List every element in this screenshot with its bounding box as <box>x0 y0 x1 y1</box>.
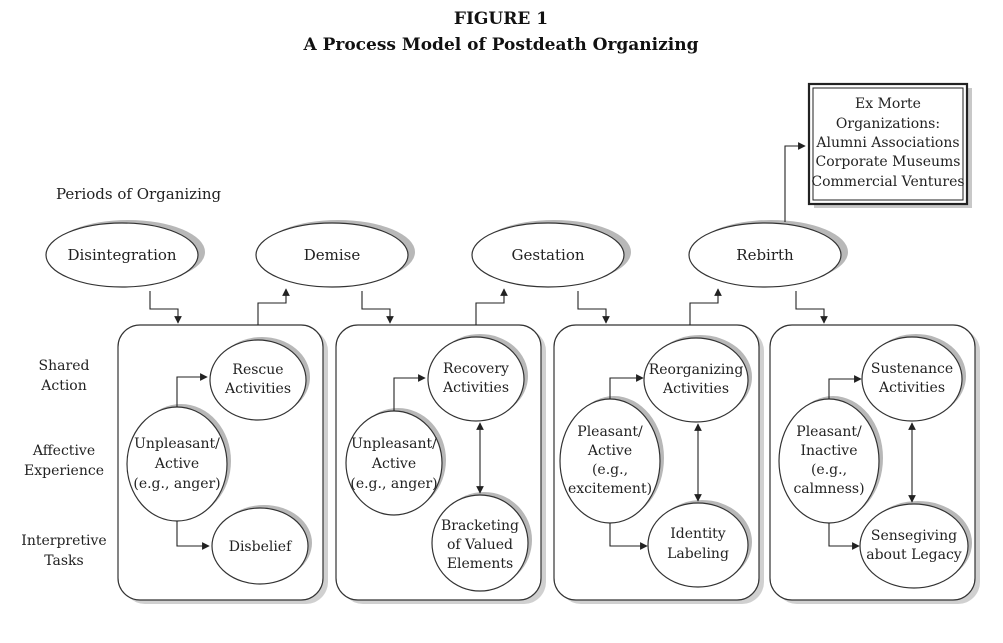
ellipse-text: excitement) <box>568 481 652 497</box>
rebirth-to-ex-morte-arrow <box>784 142 806 222</box>
panel-rebirth: Sustenance Activities Pleasant/ Inactive… <box>769 324 980 604</box>
periods-of-organizing-label: Periods of Organizing <box>56 185 222 203</box>
period-demise: Demise <box>255 220 415 288</box>
row-label-shared: Shared <box>39 358 90 374</box>
ellipse-text: (e.g., <box>811 462 847 478</box>
period-label: Disintegration <box>67 246 176 264</box>
ex-morte-line: Alumni Associations <box>815 135 959 151</box>
shared-action-ellipse: Recovery Activities <box>427 334 528 422</box>
panel-to-rebirth-arrow <box>689 288 722 325</box>
panel-demise: Recovery Activities Unpleasant/ Active (… <box>335 324 546 604</box>
ellipse-text: Disbelief <box>229 539 293 555</box>
ellipse-text: about Legacy <box>866 547 962 563</box>
period-label: Demise <box>304 246 361 264</box>
ellipse-text: Sustenance <box>871 361 953 377</box>
affect-to-interpretive-arrow <box>828 523 860 550</box>
row-label-tasks: Tasks <box>44 553 83 569</box>
affective-ellipse: Pleasant/ Active (e.g., excitement) <box>559 396 664 524</box>
ellipse-text: (e.g., anger) <box>133 476 220 492</box>
period-rebirth: Rebirth <box>688 220 848 288</box>
interpretive-ellipse: Sensegiving about Legacy <box>859 501 972 589</box>
ellipse-text: Activities <box>442 380 509 396</box>
affect-to-shared-arrow <box>609 374 644 399</box>
shared-action-ellipse: Rescue Activities <box>209 337 310 421</box>
ellipse-text: Bracketing <box>441 518 519 534</box>
ellipse-text: Pleasant/ <box>796 424 862 440</box>
ellipse-text: Recovery <box>443 361 509 377</box>
ellipse-text: (e.g., <box>592 462 628 478</box>
period-gestation: Gestation <box>471 220 631 288</box>
interpretive-ellipse: Disbelief <box>211 505 312 585</box>
disintegration-to-panel-arrow <box>149 291 182 324</box>
ellipse-text: Activities <box>662 381 729 397</box>
affect-to-shared-arrow <box>828 375 862 399</box>
ellipse-text: of Valued <box>447 537 513 553</box>
ellipse-text: Pleasant/ <box>577 424 643 440</box>
ex-morte-line: Ex Morte <box>855 96 921 112</box>
demise-to-panel-arrow <box>361 291 394 324</box>
shared-action-ellipse: Reorganizing Activities <box>643 335 752 423</box>
affect-to-interpretive-arrow <box>176 521 210 550</box>
panel-to-gestation-arrow <box>475 288 508 325</box>
panel-to-demise-arrow <box>257 288 290 325</box>
affective-ellipse: Unpleasant/ Active (e.g., anger) <box>345 408 446 516</box>
shared-action-ellipse: Sustenance Activities <box>861 334 966 422</box>
ellipse-text: Inactive <box>800 443 857 459</box>
affective-ellipse: Pleasant/ Inactive (e.g., calmness) <box>778 396 883 524</box>
interpretive-ellipse: Identity Labeling <box>647 500 752 588</box>
ellipse-text: Sensegiving <box>871 528 957 544</box>
ellipse-text: Labeling <box>667 546 729 562</box>
panel-gestation: Reorganizing Activities Pleasant/ Active… <box>553 324 764 604</box>
ellipse-text: Rescue <box>232 362 283 378</box>
affect-to-interpretive-arrow <box>609 523 648 550</box>
period-label: Gestation <box>511 246 584 264</box>
ex-morte-line: Commercial Ventures <box>811 174 964 190</box>
ex-morte-line: Corporate Museums <box>816 154 961 170</box>
ellipse-text: Active <box>587 443 632 459</box>
interpretive-ellipse: Bracketing of Valued Elements <box>431 492 532 592</box>
ellipse-text: calmness) <box>793 481 864 497</box>
row-label-affective: Affective <box>32 443 95 459</box>
ex-morte-line: Organizations: <box>836 116 940 132</box>
figure-title: A Process Model of Postdeath Organizing <box>302 35 698 55</box>
rebirth-to-panel-arrow <box>795 291 828 324</box>
row-label-action: Action <box>40 378 87 394</box>
figure-label: FIGURE 1 <box>454 9 548 29</box>
panel-disintegration: Rescue Activities Unpleasant/ Active (e.… <box>117 324 328 604</box>
row-label-experience: Experience <box>24 463 104 479</box>
ellipse-text: Unpleasant/ <box>134 436 220 452</box>
ellipse-text: Elements <box>447 556 513 572</box>
period-disintegration: Disintegration <box>45 220 205 288</box>
ellipse-text: Activities <box>878 380 945 396</box>
affect-to-shared-arrow <box>393 374 426 411</box>
gestation-to-panel-arrow <box>577 291 610 324</box>
ellipse-text: Active <box>371 456 416 472</box>
period-label: Rebirth <box>736 246 794 264</box>
ex-morte-organizations-box: Ex Morte Organizations: Alumni Associati… <box>807 82 972 208</box>
affect-to-shared-arrow <box>176 373 208 407</box>
row-label-interpretive: Interpretive <box>21 533 106 549</box>
affective-ellipse: Unpleasant/ Active (e.g., anger) <box>126 404 231 522</box>
ellipse-text: Active <box>154 456 199 472</box>
ellipse-text: Reorganizing <box>649 362 744 378</box>
ellipse-text: Unpleasant/ <box>351 436 437 452</box>
ellipse-text: (e.g., anger) <box>350 476 437 492</box>
ellipse-text: Activities <box>224 381 291 397</box>
ellipse-text: Identity <box>670 526 726 542</box>
